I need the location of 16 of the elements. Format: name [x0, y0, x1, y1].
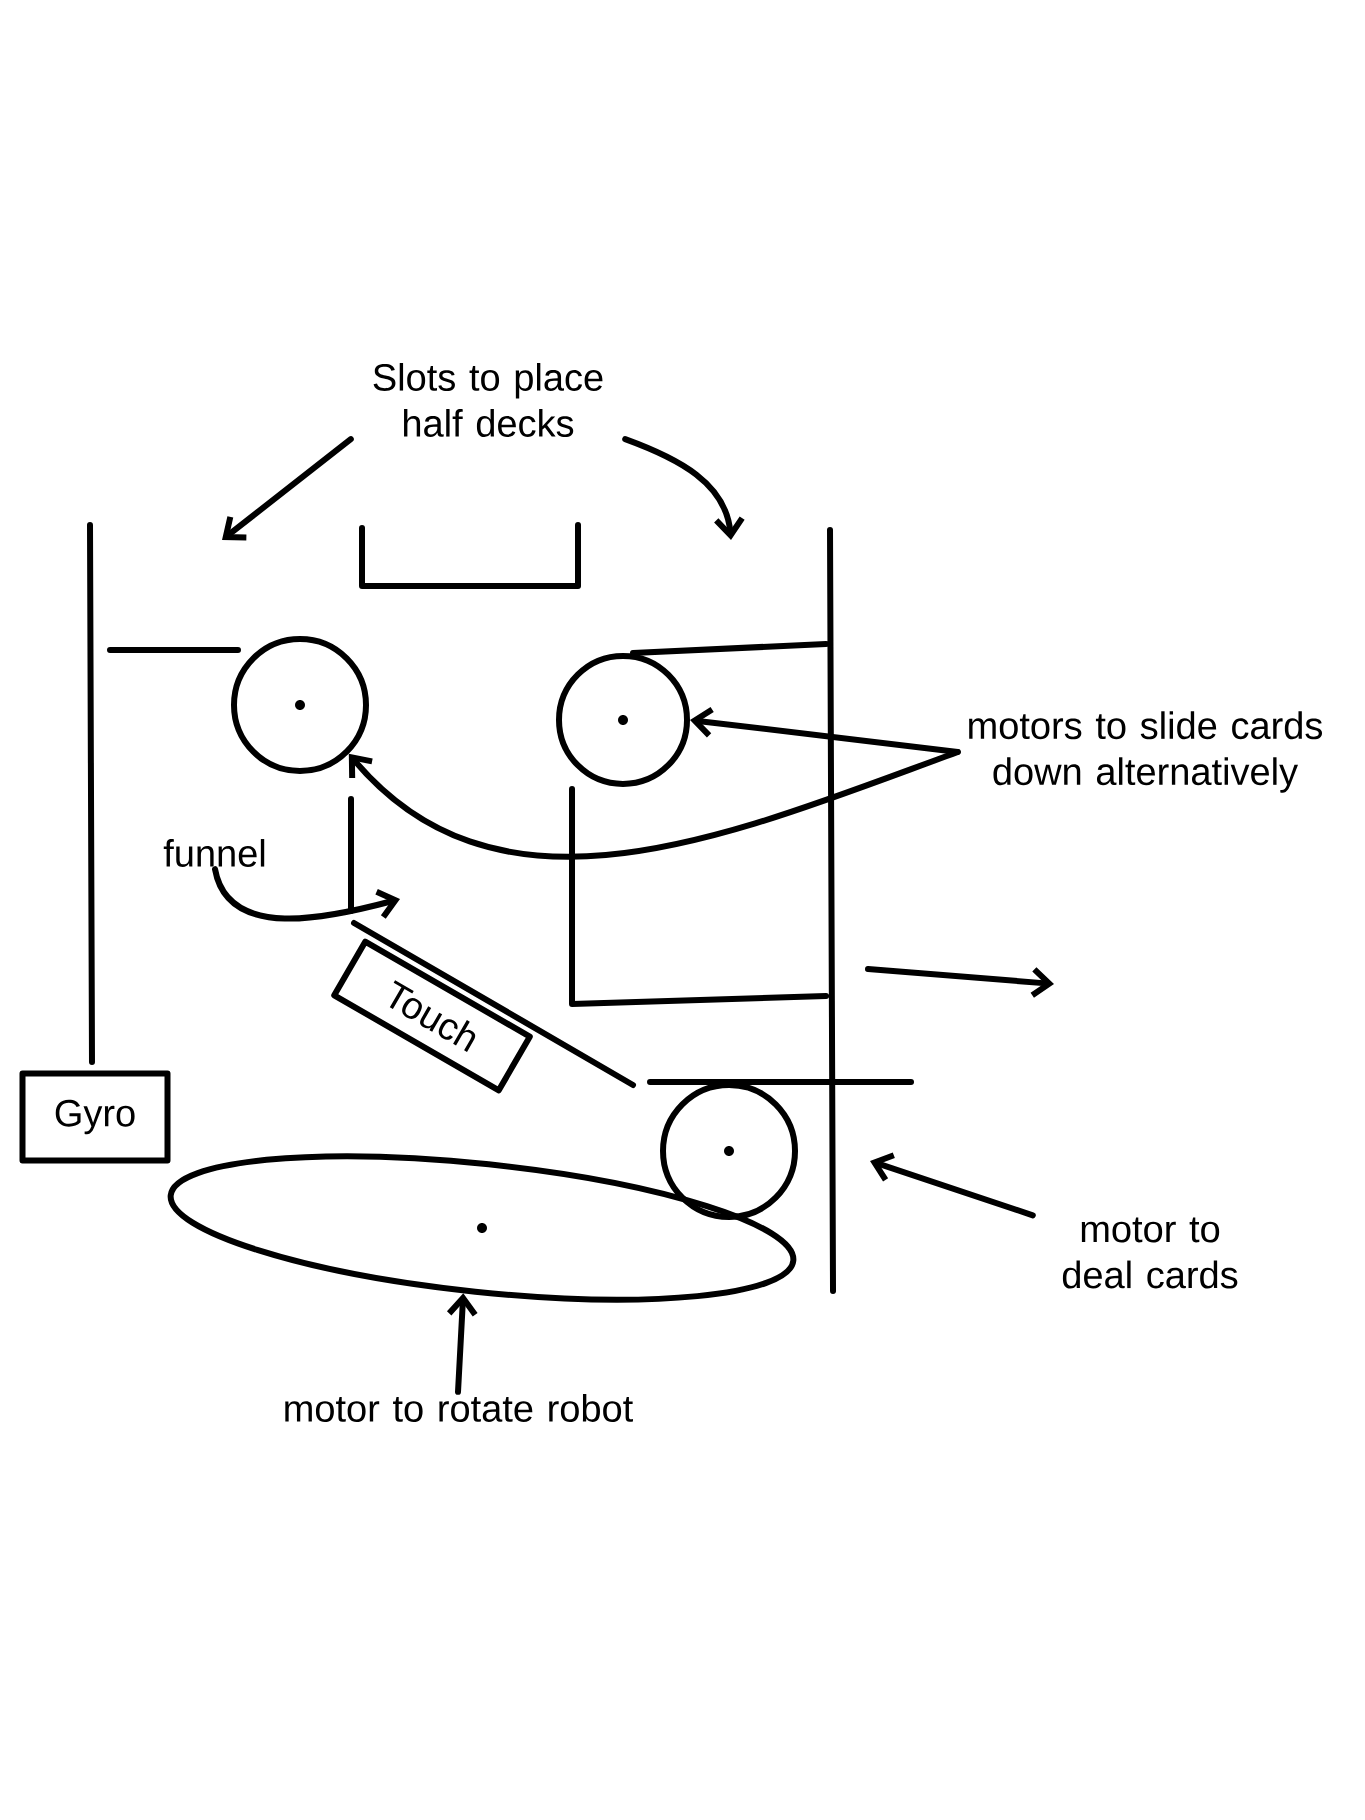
leader-arrow: [870, 1152, 1036, 1219]
leader-arrow: [212, 866, 400, 922]
motor-wheel: [231, 636, 369, 774]
handwritten-label: funnel: [163, 839, 265, 867]
sensor-box: Gyro: [19, 1070, 171, 1164]
handwritten-label: motor to deal cards: [1062, 1217, 1238, 1289]
leader-arrow: [622, 436, 745, 540]
leader-arrow: [222, 436, 354, 541]
motor-wheel: [556, 653, 690, 787]
motor-wheel: [660, 1082, 798, 1220]
handwritten-label: motor to rotate robot: [285, 1394, 633, 1422]
handwritten-label: Slots to place half decks: [373, 363, 603, 437]
leader-arrow: [446, 1293, 478, 1395]
handwritten-label: motors to slide cards down alternatively: [969, 711, 1322, 793]
turntable-ellipse: [167, 1153, 797, 1303]
leader-arrow: [348, 749, 961, 860]
